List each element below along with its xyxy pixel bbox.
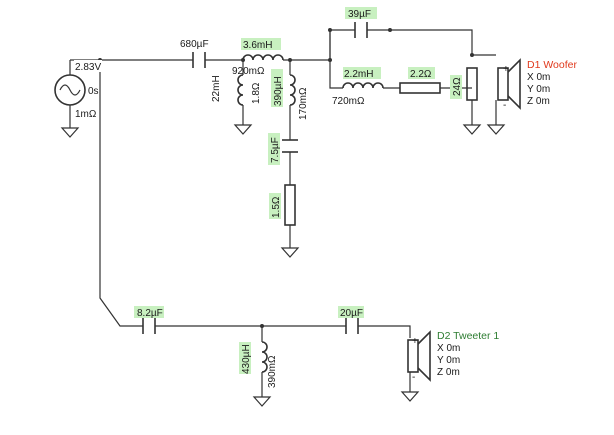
tw-c1-highlight <box>134 306 164 318</box>
capacitor-tweeter-c1[interactable] <box>142 318 156 334</box>
inductor-notch[interactable] <box>342 82 384 89</box>
tw-l-value: 430µH <box>241 344 252 374</box>
tweeter-rail-wire <box>155 325 411 397</box>
speaker-icon <box>497 67 509 101</box>
resistor-shunt2[interactable] <box>284 184 296 226</box>
notch-l-resistance: 720mΩ <box>332 96 365 107</box>
shunt2-inductance: 390µH <box>273 76 284 106</box>
top-rail-wire <box>100 29 473 61</box>
c-series-value: 680µF <box>180 39 209 50</box>
bypass-c-value: 39µF <box>348 9 371 20</box>
junction-dot <box>328 28 332 32</box>
tw-c2-highlight <box>338 306 364 318</box>
woofer-plus: + <box>503 64 509 75</box>
ground-icon <box>60 127 80 138</box>
speaker-icon <box>407 339 419 373</box>
ground-icon <box>233 124 253 135</box>
l-series-resistance: 920mΩ <box>232 66 265 77</box>
sine-wave-icon <box>59 84 81 96</box>
l-series-value: 3.6mH <box>243 40 272 51</box>
l-series-highlight <box>241 38 281 50</box>
tweeter-y: Y 0m <box>437 355 460 366</box>
capacitor-c-series[interactable] <box>192 52 206 68</box>
junction-dot <box>288 58 292 62</box>
notch-res-value: 2.2Ω <box>410 69 432 80</box>
notch-l-value: 2.2mH <box>344 69 373 80</box>
resistor-load[interactable] <box>466 67 478 101</box>
tweeter-driver[interactable] <box>407 330 431 382</box>
source-voltage: 2.83V <box>75 62 101 73</box>
tw-c2-value: 20µF <box>340 308 363 319</box>
ground-icon <box>486 124 506 135</box>
source-symbol <box>54 74 86 106</box>
inductor-l-series[interactable] <box>242 54 284 61</box>
tweeter-plus: + <box>412 336 418 347</box>
woofer-z: Z 0m <box>527 96 550 107</box>
capacitor-shunt2[interactable] <box>282 139 298 153</box>
tw-l-highlight <box>239 342 251 374</box>
shunt2-c-highlight <box>268 133 280 165</box>
inductor-shunt1[interactable] <box>237 74 244 106</box>
shunt1-inductance: 22mH <box>211 75 222 102</box>
notch-l-highlight <box>343 67 381 79</box>
shunt2-capacitance: 7.5µF <box>270 137 281 163</box>
woofer-load-wire <box>471 54 497 125</box>
woofer-driver[interactable] <box>497 58 521 110</box>
capacitor-tweeter-c2[interactable] <box>345 318 359 334</box>
shunt2-resistance: 170mΩ <box>298 87 309 120</box>
notch-res-highlight <box>408 67 435 79</box>
wires <box>69 29 497 397</box>
ground-icon <box>252 396 272 407</box>
shunt1-resistance: 1.8Ω <box>251 82 262 104</box>
ground-icon <box>280 247 300 258</box>
tweeter-z: Z 0m <box>437 367 460 378</box>
tw-c1-value: 8.2µF <box>137 308 163 319</box>
source-phase: 0s <box>88 86 99 97</box>
shunt2-l-highlight <box>271 69 283 107</box>
voltage-source[interactable] <box>54 74 86 106</box>
tw-l-resistance: 390mΩ <box>267 355 278 388</box>
shunt2-res-highlight <box>269 193 281 219</box>
bypass-c-highlight <box>345 7 377 19</box>
woofer-minus: - <box>503 100 506 111</box>
tweeter-title: D2 Tweeter 1 <box>437 330 499 342</box>
woofer-x: X 0m <box>527 72 550 83</box>
junction-dot <box>388 28 392 32</box>
woofer-y: Y 0m <box>527 84 550 95</box>
woofer-title: D1 Woofer <box>527 59 577 71</box>
inductor-tweeter-shunt[interactable] <box>261 341 268 373</box>
shunt2-resistor-value: 1.5Ω <box>271 196 282 218</box>
junction-dot <box>328 58 332 62</box>
resistor-notch[interactable] <box>399 82 441 94</box>
load-res-highlight <box>450 75 462 99</box>
junction-dot <box>260 324 264 328</box>
source-voltage-bg <box>74 60 102 72</box>
capacitor-bypass[interactable] <box>354 22 368 38</box>
load-res-value: 24Ω <box>452 77 463 96</box>
ground-icon <box>400 391 420 402</box>
tweeter-x: X 0m <box>437 343 460 354</box>
source-resistance: 1mΩ <box>75 109 97 120</box>
inductor-shunt2[interactable] <box>289 74 296 106</box>
junction-dot <box>470 53 474 57</box>
tweeter-minus: - <box>412 372 415 383</box>
ground-icon <box>462 124 482 135</box>
